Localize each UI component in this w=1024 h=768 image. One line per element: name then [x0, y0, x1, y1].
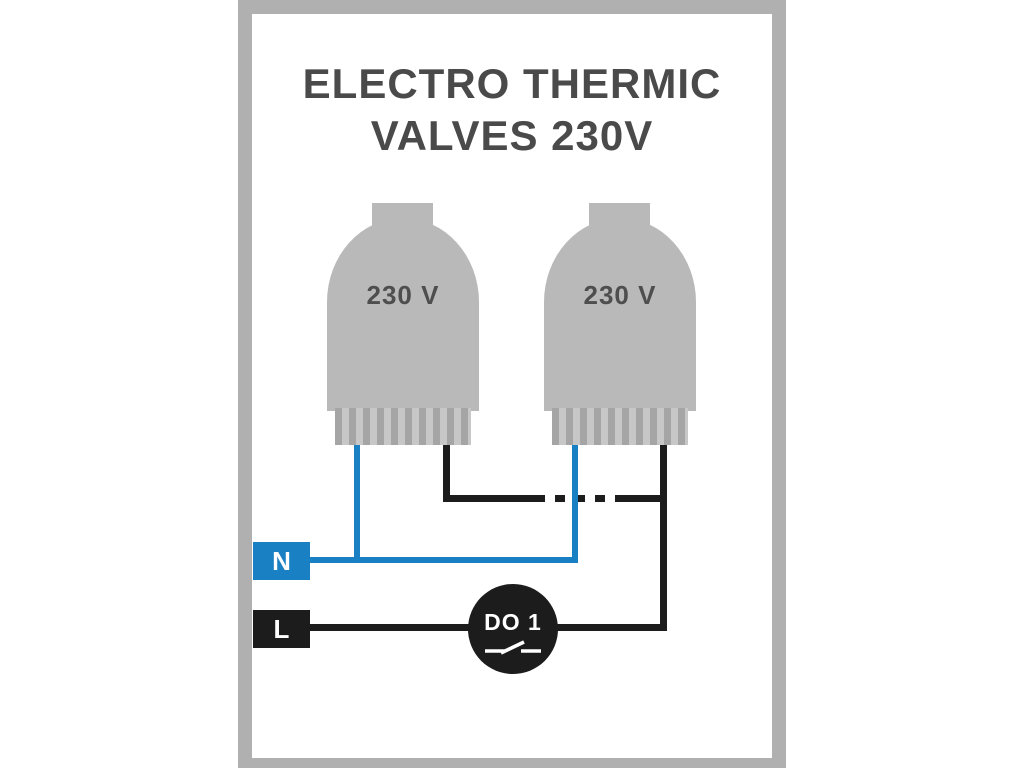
page-title-line1: ELECTRO THERMIC [302, 60, 722, 107]
valve-2-ribbed-base [552, 408, 688, 445]
neutral-wire-bus [310, 557, 578, 563]
neutral-wire-valve-2 [572, 441, 578, 563]
valve-1-ribbed-base [335, 408, 471, 445]
relay-output-do1: DO 1 [468, 584, 558, 674]
page-title-line2: VALVES 230V [370, 112, 654, 159]
line-wire-bus-segment-left [443, 495, 535, 502]
line-wire-valve-1 [443, 441, 450, 502]
relay-output-label: DO 1 [484, 608, 542, 635]
line-wire-dashed-continuation [535, 495, 625, 502]
line-wire-valve-2 [660, 441, 667, 631]
valve-actuator-1: 230 V [327, 203, 479, 445]
neutral-wire-valve-1 [354, 441, 360, 563]
valve-1-body: 230 V [327, 218, 479, 411]
line-wire-bus-segment-right [625, 495, 667, 502]
line-terminal-badge: L [253, 610, 310, 648]
page-frame [238, 0, 786, 768]
neutral-terminal-badge: N [253, 542, 310, 580]
normally-open-contact-icon [485, 639, 541, 655]
valve-2-body: 230 V [544, 218, 696, 411]
valve-2-voltage-label: 230 V [583, 280, 657, 310]
valve-1-voltage-label: 230 V [366, 280, 440, 310]
page-title: ELECTRO THERMIC VALVES 230V [238, 58, 786, 162]
valve-actuator-2: 230 V [544, 203, 696, 445]
